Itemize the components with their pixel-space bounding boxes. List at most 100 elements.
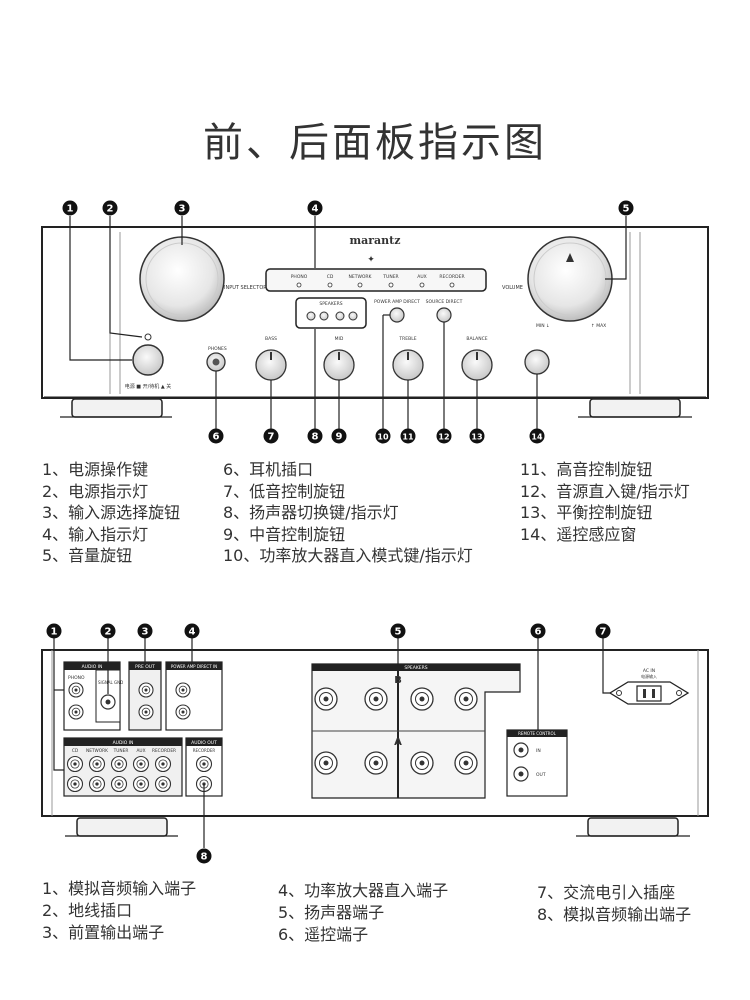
speaker-terminal-ring [459,692,473,706]
callout-number-badge [307,200,323,216]
rca-jack-ring [70,779,80,789]
speaker-b-label: B [394,675,402,686]
power-amp-direct-button [389,307,405,323]
speakers-switch [295,297,367,329]
power-amp-direct-in-block [165,661,223,731]
rca-jack-ring [141,685,151,695]
callout-number-badge [400,428,416,444]
callout-number-badge [469,428,485,444]
rca-jack-pin [95,782,99,786]
rca-jack-ring [71,685,81,695]
callout-number: 5 [395,627,402,638]
rca-jack-ring [158,759,168,769]
callout-number: 13 [471,433,482,442]
speaker-terminal-post [373,696,379,702]
speaker-terminal-post [323,760,329,766]
rca-jack-pin [74,710,78,714]
callout-number: 14 [531,433,543,442]
rca-jacks [66,682,213,793]
callout-number: 7 [268,432,275,443]
remote-in-label: IN [536,748,541,754]
callout-number: 11 [402,433,414,442]
audio-out-label: AUDIO OUT [191,740,217,746]
legend-item: 8、扬声器切换键/指示灯 [223,503,399,522]
rca-jack-pin [144,688,148,692]
callout-number: 1 [67,204,74,215]
legend-item: 3、输入源选择旋钮 [42,503,181,522]
callout-number: 3 [179,204,186,215]
rca-jack-pin [181,710,185,714]
remote-sensor [524,349,550,375]
legend-item: 9、中音控制旋钮 [223,524,346,544]
rear-legend-col-3: 7、交流电引入插座 8、模拟音频输出端子 [537,882,691,926]
source-direct-button [436,307,452,323]
rca-jack-ring [136,779,146,789]
callout-number: 8 [201,852,208,863]
callout-number: 1 [51,627,58,638]
page-title: 前、后面板指示图 [203,120,547,166]
rca-jack-pin [144,710,148,714]
callout-leader-line [109,216,143,338]
audio-in-row-input-label: RECORDER [152,748,176,754]
legend-item: 2、电源指示灯 [42,481,149,501]
rca-jack-ring [136,759,146,769]
input-selector-knob [139,236,225,322]
rca-jack-ring [71,707,81,717]
callout-number-badge [102,200,118,216]
callout-number-badge [595,623,611,639]
speaker-terminal-ring [459,756,473,770]
legend-item: 4、输入指示灯 [42,524,149,544]
source-direct-label: SOURCE DIRECT [426,299,463,305]
speaker-a-label: A [394,737,402,748]
callout-leader-line [605,216,627,280]
rca-jack-ring [92,779,102,789]
callout-number-badge [196,848,212,864]
speaker-terminal-post [323,696,329,702]
audio-in-row-label: AUDIO IN [113,740,134,746]
power-indicator [144,333,152,341]
callout-number: 2 [105,627,112,638]
input-indicator-label: PHONO [291,274,308,280]
rca-jack-pin [95,762,99,766]
callout-number: 6 [213,432,220,443]
volume-max-label: ↑ MAX [591,323,606,329]
legend-item: 12、音源直入键/指示灯 [520,481,690,501]
speaker-terminal-post [463,696,469,702]
front-legend-col-2: 6、耳机插口 7、低音控制旋钮 8、扬声器切换键/指示灯 9、中音控制旋钮 10… [223,459,473,567]
rca-jack-pin [139,782,143,786]
input-indicator-label: CD [327,274,334,280]
speaker-terminal-ring [369,692,383,706]
front-legend-col-3: 11、高音控制旋钮 12、音源直入键/指示灯 13、平衡控制旋钮 14、遥控感应… [520,459,690,545]
speaker-terminal-ring [415,756,429,770]
svg-text:✦: ✦ [367,255,375,265]
input-indicator-strip [265,268,487,292]
remote-out-label: OUT [536,772,546,778]
rca-jack-ring [141,707,151,717]
rca-jack-ring [92,759,102,769]
rca-jack-pin [202,762,206,766]
legend-item: 6、遥控端子 [278,925,369,944]
power-label: 电源 ■ 开/待机 ▲ 关 [125,383,172,390]
input-indicator-label: AUX [417,274,426,280]
phones-label: PHONES [208,346,227,352]
rca-jack-pin [117,782,121,786]
legend-item: 7、低音控制旋钮 [223,481,346,501]
callout-number-badge [263,428,279,444]
legend-item: 5、扬声器端子 [278,903,385,922]
rca-jack-pin [117,762,121,766]
callout-number: 10 [377,433,389,442]
rear-panel [41,649,709,837]
rca-jack-pin [73,762,77,766]
speaker-terminal-ring [415,692,429,706]
rca-jack-pin [161,762,165,766]
input-selector-label: INPUT SELECTOR [224,285,267,291]
callout-number-badge [184,623,200,639]
callout-number-badge [174,200,190,216]
speaker-terminal-ring [369,756,383,770]
callout-number-badge [436,428,452,444]
audio-in-label: AUDIO IN [82,664,103,670]
audio-in-row-input-label: TUNER [113,748,129,754]
legend-item: 6、耳机插口 [223,460,314,479]
rca-jack-pin [139,762,143,766]
ac-in-label: AC IN [643,668,655,674]
